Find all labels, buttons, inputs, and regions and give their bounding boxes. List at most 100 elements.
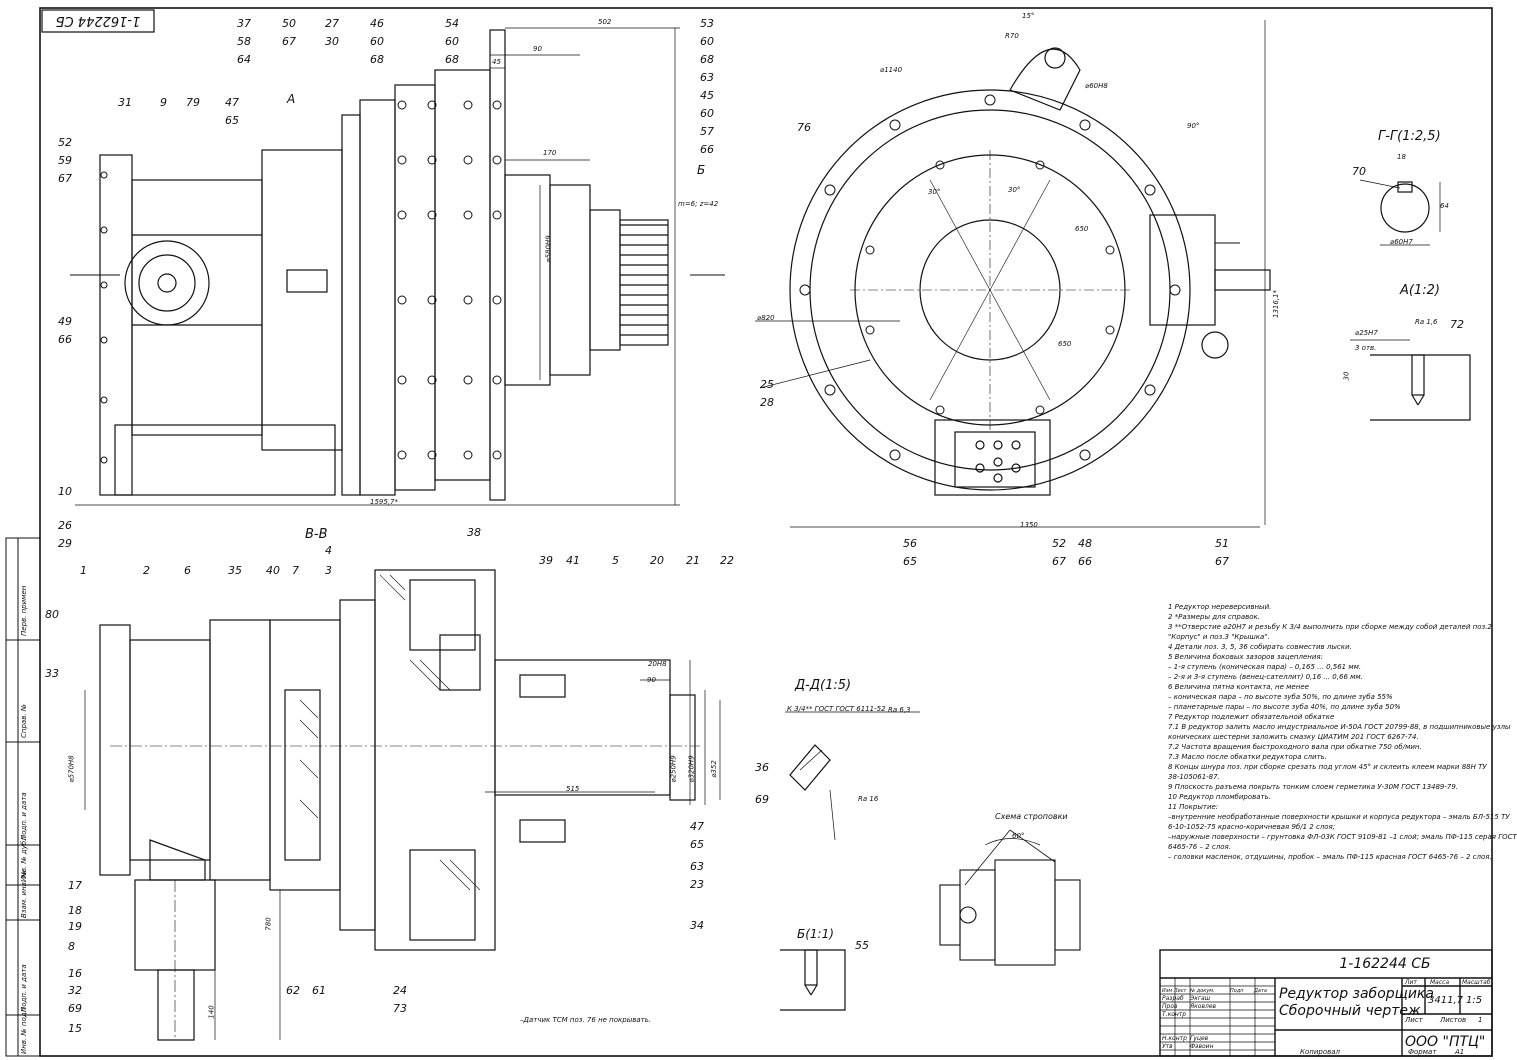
note-line: 6 Величина пятна контакта, не менее (1168, 683, 1309, 691)
pos-65c: 65 (690, 838, 704, 851)
pos-49: 49 (58, 315, 72, 328)
pos-8: 8 (68, 940, 75, 953)
dim-60deg: 60° (1012, 832, 1025, 840)
note-line: 6465-76 – 2 слоя. (1168, 843, 1231, 851)
table-row: Н.контр Гуцев (1162, 1035, 1274, 1043)
view-b-label: Б (697, 163, 706, 177)
title-block (1159, 949, 1493, 1057)
pos-47b: 47 (690, 820, 704, 833)
sheet-label: Лист (1405, 1016, 1423, 1024)
section-dd (785, 711, 920, 841)
section-gg-title: Г-Г(1:2,5) (1378, 129, 1441, 144)
pos-35: 35 (228, 564, 242, 577)
section-a-title: А(1:2) (1400, 283, 1440, 298)
note-line: 7.2 Частота вращения быстроходного вала … (1168, 743, 1422, 751)
pos-39: 39 (539, 554, 553, 567)
dim-570: ⌀570Н8 (67, 755, 76, 783)
note-line: 5 Величина боковых зазоров зацепления: (1168, 653, 1323, 661)
pos-53: 53 (700, 17, 714, 30)
pos-58: 58 (237, 35, 251, 48)
pos-45: 45 (700, 89, 714, 102)
dim-r70: R70 (1005, 32, 1019, 40)
mass-label: Масса (1430, 979, 1450, 986)
dim-650b: 650 (1058, 340, 1072, 348)
company-name: ООО "ПТЦ" (1405, 1034, 1486, 1050)
dim-30: 30 (1342, 371, 1351, 381)
note-line: – коническая пара – по высоте зуба 50%, … (1168, 693, 1393, 701)
dim-3otv: 3 отв. (1355, 344, 1377, 352)
pos-48: 48 (1078, 537, 1092, 550)
dim-64: 64 (1440, 202, 1449, 210)
lit-label: Лит (1405, 979, 1417, 986)
pos-21: 21 (686, 554, 700, 567)
table-cell: Экгаш (1190, 995, 1211, 1002)
pos-72: 72 (1450, 318, 1464, 331)
pos-56: 56 (903, 537, 917, 550)
table-row: Разраб Экгаш (1162, 995, 1274, 1003)
dim-170: 170 (543, 149, 557, 157)
dim-90b: 90 (647, 676, 656, 684)
pos-60d: 60 (700, 107, 714, 120)
pos-64: 64 (237, 53, 251, 66)
table-cell: Яковлев (1190, 1003, 1217, 1010)
sling-scheme (939, 829, 1081, 966)
format-label: Формат (1408, 1048, 1437, 1056)
pos-15: 15 (68, 1022, 82, 1035)
dim-90deg: 90° (1187, 122, 1200, 130)
note-line: –внутренние необработанные поверхности к… (1168, 813, 1510, 821)
pos-60c: 60 (700, 35, 714, 48)
pos-55: 55 (855, 939, 869, 952)
section-a (1350, 339, 1471, 421)
pos-33: 33 (45, 667, 59, 680)
dim-502: 502 (598, 18, 612, 26)
pos-7: 7 (292, 564, 299, 577)
pos-63b: 63 (690, 860, 704, 873)
section-dd-title: Д-Д(1:5) (795, 678, 852, 693)
dim-1595: 1595,7* (370, 498, 398, 506)
note-line: 38-105061-87. (1168, 773, 1220, 781)
pos-31: 31 (118, 96, 132, 109)
pos-10: 10 (58, 485, 72, 498)
dim-18: 18 (1397, 153, 1406, 161)
note-line: 7 Редуктор подлежит обязательной обкатке (1168, 713, 1335, 721)
drawing-frame (39, 7, 1493, 1057)
title-line-2: Сборочный чертеж (1279, 1003, 1421, 1019)
pos-9: 9 (160, 96, 167, 109)
pos-32: 32 (68, 984, 82, 997)
pos-41: 41 (566, 554, 580, 567)
dim-140: 140 (207, 1005, 216, 1019)
pos-67: 67 (282, 35, 296, 48)
pos-68b: 68 (445, 53, 459, 66)
table-cell: Утв (1162, 1043, 1173, 1050)
pos-68c: 68 (700, 53, 714, 66)
pos-69b: 69 (755, 793, 769, 806)
pos-23: 23 (690, 878, 704, 891)
section-b (780, 949, 846, 1011)
dim-1316: 1316,1* (1272, 290, 1280, 318)
pos-29: 29 (58, 537, 72, 550)
pos-66c: 66 (1078, 555, 1092, 568)
table-cell: № докум. (1190, 988, 1215, 994)
format-value: А1 (1455, 1048, 1465, 1056)
dim-15deg: 15° (1022, 12, 1035, 20)
pos-38: 38 (467, 526, 481, 539)
pos-76: 76 (797, 121, 811, 134)
pos-5: 5 (612, 554, 619, 567)
strip-label-5: Взам. инв. № (20, 870, 28, 918)
table-cell: Н.контр (1162, 1035, 1187, 1042)
pos-60a: 60 (370, 35, 384, 48)
pos-20: 20 (650, 554, 664, 567)
dim-820: ⌀820 (757, 314, 775, 322)
pos-66: 66 (700, 143, 714, 156)
pos-37: 37 (237, 17, 251, 30)
dim-780: 780 (264, 917, 273, 931)
mass-value: 3411,7 (1428, 995, 1463, 1006)
strip-label-2: Справ. № (20, 703, 28, 738)
pos-79: 79 (186, 96, 200, 109)
section-bb (84, 569, 721, 1041)
footnote: –Датчик ТСМ поз. 76 не покрывать. (520, 1016, 652, 1024)
pos-25: 25 (760, 378, 774, 391)
dim-352: ⌀352 (709, 760, 718, 778)
section-b-title: Б(1:1) (797, 927, 834, 941)
dim-30a: 30° (928, 188, 941, 196)
